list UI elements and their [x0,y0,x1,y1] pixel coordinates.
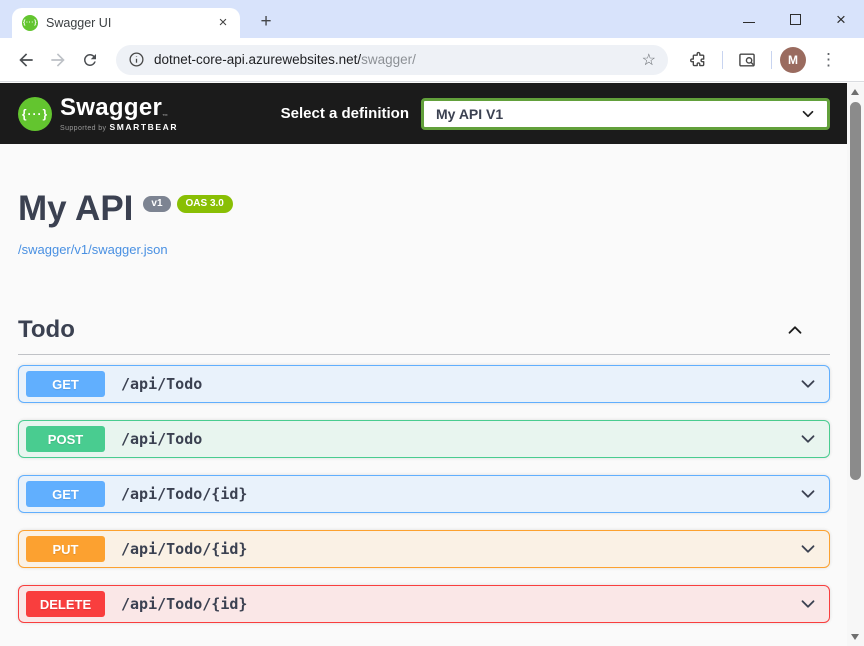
swagger-logo-text: Swagger™ [60,93,169,121]
title-badges: v1 OAS 3.0 [143,195,233,213]
new-tab-button[interactable]: + [260,11,272,32]
expand-operation-button[interactable] [797,538,819,560]
close-tab-icon[interactable]: × [218,14,228,31]
browser-menu-button[interactable]: ⋮ [820,49,837,69]
api-title-row: My API v1 OAS 3.0 [18,189,830,229]
scroll-up-arrow-icon[interactable] [851,89,859,95]
oas-badge: OAS 3.0 [176,195,233,213]
maximize-button[interactable] [772,0,818,38]
chevron-down-icon [801,545,815,553]
page-title: My API [18,189,134,228]
back-button[interactable] [10,44,42,76]
chevron-down-icon [801,490,815,498]
scrollbar-thumb[interactable] [850,102,861,480]
scroll-down-arrow-icon[interactable] [851,634,859,640]
swagger-content: My API v1 OAS 3.0 /swagger/v1/swagger.js… [18,144,830,640]
minimize-icon [743,21,755,23]
operation-row-post-todo[interactable]: POST /api/Todo [18,420,830,458]
spec-json-link[interactable]: /swagger/v1/swagger.json [18,242,168,257]
refresh-button[interactable] [74,44,106,76]
definition-selector: Select a definition My API V1 [280,97,830,130]
toolbar-actions: M ⋮ [682,44,849,76]
operation-row-get-todo[interactable]: GET /api/Todo [18,365,830,403]
operation-path: /api/Todo/{id} [121,595,248,613]
chevron-down-icon [801,380,815,388]
url-text: dotnet-core-api.azurewebsites.net/swagge… [154,52,416,67]
expand-operation-button[interactable] [797,373,819,395]
close-window-button[interactable]: × [818,0,864,38]
bookmark-star-icon[interactable]: ☆ [641,51,656,69]
tab-strip: {···} Swagger UI × + × [0,0,864,38]
operation-row-get-todo-id[interactable]: GET /api/Todo/{id} [18,475,830,513]
expand-operation-button[interactable] [797,593,819,615]
swagger-logo-glyph: {···} [21,106,49,121]
window-controls: × [726,0,864,38]
url-path: swagger/ [361,52,416,67]
method-badge: DELETE [26,591,105,617]
side-panel-search-button[interactable] [731,44,763,76]
swagger-favicon-icon: {···} [22,15,38,31]
chevron-up-icon [788,326,802,334]
selected-definition: My API V1 [436,105,504,122]
operations-list: GET /api/Todo POST /api/Todo GET /api/To… [18,365,830,623]
operation-path: /api/Todo [121,430,203,448]
operation-path: /api/Todo/{id} [121,540,248,558]
back-icon [19,52,33,67]
url-host: dotnet-core-api.azurewebsites.net [154,52,358,67]
definition-select[interactable]: My API V1 [421,97,830,130]
swagger-logo-icon: {···} [18,96,52,131]
site-info-icon[interactable] [125,49,147,71]
forward-icon [51,52,65,67]
profile-avatar[interactable]: M [780,46,806,73]
api-info: My API v1 OAS 3.0 /swagger/v1/swagger.js… [18,144,830,259]
refresh-icon [83,53,96,66]
tab-title: Swagger UI [46,16,112,30]
toolbar-separator [771,50,772,69]
operation-path: /api/Todo [121,375,203,393]
version-badge: v1 [143,196,171,212]
browser-toolbar: dotnet-core-api.azurewebsites.net/swagge… [0,38,864,82]
extensions-button[interactable] [682,44,714,76]
operation-row-delete-todo-id[interactable]: DELETE /api/Todo/{id} [18,585,830,623]
trademark-mark: ™ [162,113,169,120]
toolbar-separator [722,50,723,69]
tag-section-header[interactable]: Todo [18,316,830,355]
extensions-puzzle-icon [689,51,704,67]
method-badge: PUT [26,536,105,562]
minimize-button[interactable] [726,0,772,38]
method-badge: POST [26,426,105,452]
tag-name: Todo [18,316,75,343]
maximize-icon [789,13,801,25]
operation-path: /api/Todo/{id} [121,485,248,503]
select-definition-label: Select a definition [280,105,409,122]
chevron-down-icon [802,110,814,117]
expand-operation-button[interactable] [797,428,819,450]
smartbear-brand: SMARTBEAR [109,121,179,132]
chevron-down-icon [801,435,815,443]
expand-operation-button[interactable] [797,483,819,505]
favicon-glyph: {···} [22,18,38,26]
page-scrollbar[interactable] [847,83,864,646]
chevron-down-icon [801,600,815,608]
method-badge: GET [26,371,105,397]
forward-button[interactable] [42,44,74,76]
close-window-icon: × [836,9,846,29]
operation-row-put-todo-id[interactable]: PUT /api/Todo/{id} [18,530,830,568]
address-bar[interactable]: dotnet-core-api.azurewebsites.net/swagge… [116,44,668,75]
method-badge: GET [26,481,105,507]
side-panel-search-icon [739,52,755,67]
browser-tab[interactable]: {···} Swagger UI × [12,8,240,38]
